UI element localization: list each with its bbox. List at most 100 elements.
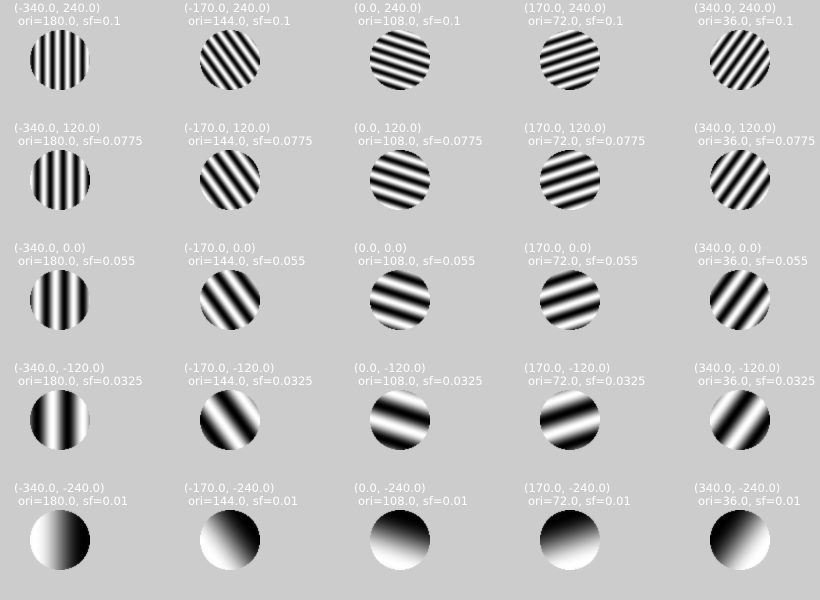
position-text: (-170.0, 0.0) bbox=[184, 241, 256, 255]
grating-patch bbox=[540, 390, 600, 450]
grating-cell: (170.0, -240.0)ori=72.0, sf=0.01 bbox=[490, 480, 650, 600]
grating-patch bbox=[370, 150, 430, 210]
grating-patch bbox=[30, 390, 90, 450]
position-text: (-170.0, -120.0) bbox=[184, 361, 275, 375]
grating-patch bbox=[30, 150, 90, 210]
grating-patch bbox=[30, 30, 90, 90]
position-text: (0.0, -120.0) bbox=[354, 361, 426, 375]
position-text: (-170.0, -240.0) bbox=[184, 481, 275, 495]
grating-cell: (170.0, 240.0)ori=72.0, sf=0.1 bbox=[490, 0, 650, 120]
position-text: (-170.0, 240.0) bbox=[184, 1, 271, 15]
position-text: (340.0, -120.0) bbox=[694, 361, 781, 375]
stimulus-label: (-170.0, -120.0)ori=144.0, sf=0.0325 bbox=[184, 362, 313, 388]
grating-cell: (0.0, -120.0)ori=108.0, sf=0.0325 bbox=[320, 360, 483, 480]
grating-patch bbox=[540, 30, 600, 90]
position-text: (170.0, -240.0) bbox=[524, 481, 611, 495]
grating-patch bbox=[370, 30, 430, 90]
grating-cell: (340.0, -240.0)ori=36.0, sf=0.01 bbox=[660, 480, 820, 600]
grating-patch bbox=[30, 270, 90, 330]
params-text: ori=108.0, sf=0.0325 bbox=[358, 374, 483, 388]
stimulus-label: (340.0, -120.0)ori=36.0, sf=0.0325 bbox=[694, 362, 815, 388]
params-text: ori=36.0, sf=0.055 bbox=[698, 254, 809, 268]
grating-cell: (-340.0, 240.0)ori=180.0, sf=0.1 bbox=[0, 0, 140, 120]
grating-cell: (0.0, 0.0)ori=108.0, sf=0.055 bbox=[320, 240, 480, 360]
grating-patch bbox=[200, 30, 260, 90]
grating-patch bbox=[30, 510, 90, 570]
grating-cell: (-340.0, 0.0)ori=180.0, sf=0.055 bbox=[0, 240, 140, 360]
stimulus-label: (0.0, 240.0)ori=108.0, sf=0.1 bbox=[354, 2, 461, 28]
position-text: (-340.0, 240.0) bbox=[14, 1, 101, 15]
grating-patch bbox=[710, 270, 770, 330]
params-text: ori=144.0, sf=0.0325 bbox=[188, 374, 313, 388]
grating-patch bbox=[370, 270, 430, 330]
stimulus-label: (0.0, -120.0)ori=108.0, sf=0.0325 bbox=[354, 362, 483, 388]
stimulus-label: (-170.0, -240.0)ori=144.0, sf=0.01 bbox=[184, 482, 298, 508]
stimulus-label: (170.0, 120.0)ori=72.0, sf=0.0775 bbox=[524, 122, 645, 148]
params-text: ori=72.0, sf=0.01 bbox=[528, 494, 631, 508]
params-text: ori=144.0, sf=0.055 bbox=[188, 254, 306, 268]
stimulus-label: (340.0, 240.0)ori=36.0, sf=0.1 bbox=[694, 2, 793, 28]
params-text: ori=36.0, sf=0.01 bbox=[698, 494, 801, 508]
stimulus-label: (170.0, 0.0)ori=72.0, sf=0.055 bbox=[524, 242, 638, 268]
grating-cell: (-170.0, 120.0)ori=144.0, sf=0.0775 bbox=[150, 120, 313, 240]
stimulus-label: (-340.0, 120.0)ori=180.0, sf=0.0775 bbox=[14, 122, 143, 148]
stimulus-label: (340.0, -240.0)ori=36.0, sf=0.01 bbox=[694, 482, 801, 508]
grating-cell: (0.0, 240.0)ori=108.0, sf=0.1 bbox=[320, 0, 480, 120]
params-text: ori=180.0, sf=0.055 bbox=[18, 254, 136, 268]
position-text: (170.0, 120.0) bbox=[524, 121, 607, 135]
position-text: (170.0, -120.0) bbox=[524, 361, 611, 375]
grating-cell: (340.0, 120.0)ori=36.0, sf=0.0775 bbox=[660, 120, 820, 240]
position-text: (340.0, 240.0) bbox=[694, 1, 777, 15]
position-text: (340.0, 0.0) bbox=[694, 241, 762, 255]
grating-patch bbox=[200, 390, 260, 450]
params-text: ori=108.0, sf=0.01 bbox=[358, 494, 469, 508]
params-text: ori=72.0, sf=0.0775 bbox=[528, 134, 646, 148]
stimulus-label: (340.0, 120.0)ori=36.0, sf=0.0775 bbox=[694, 122, 815, 148]
grating-cell: (340.0, -120.0)ori=36.0, sf=0.0325 bbox=[660, 360, 820, 480]
grating-cell: (340.0, 240.0)ori=36.0, sf=0.1 bbox=[660, 0, 820, 120]
params-text: ori=36.0, sf=0.0775 bbox=[698, 134, 816, 148]
stimulus-label: (-340.0, 0.0)ori=180.0, sf=0.055 bbox=[14, 242, 135, 268]
position-text: (170.0, 240.0) bbox=[524, 1, 607, 15]
grating-patch bbox=[710, 390, 770, 450]
grating-cell: (-170.0, 0.0)ori=144.0, sf=0.055 bbox=[150, 240, 310, 360]
grating-patch bbox=[200, 150, 260, 210]
grating-patch bbox=[710, 30, 770, 90]
stimulus-label: (0.0, 0.0)ori=108.0, sf=0.055 bbox=[354, 242, 475, 268]
params-text: ori=108.0, sf=0.0775 bbox=[358, 134, 483, 148]
params-text: ori=108.0, sf=0.1 bbox=[358, 14, 461, 28]
stimulus-label: (0.0, 120.0)ori=108.0, sf=0.0775 bbox=[354, 122, 483, 148]
position-text: (-170.0, 120.0) bbox=[184, 121, 271, 135]
params-text: ori=180.0, sf=0.01 bbox=[18, 494, 129, 508]
grating-patch bbox=[710, 150, 770, 210]
position-text: (0.0, -240.0) bbox=[354, 481, 426, 495]
grating-cell: (170.0, -120.0)ori=72.0, sf=0.0325 bbox=[490, 360, 650, 480]
position-text: (340.0, -240.0) bbox=[694, 481, 781, 495]
grating-cell: (340.0, 0.0)ori=36.0, sf=0.055 bbox=[660, 240, 820, 360]
grating-cell: (-340.0, -240.0)ori=180.0, sf=0.01 bbox=[0, 480, 140, 600]
grating-patch bbox=[540, 150, 600, 210]
stimulus-label: (170.0, -240.0)ori=72.0, sf=0.01 bbox=[524, 482, 631, 508]
grating-cell: (-170.0, -120.0)ori=144.0, sf=0.0325 bbox=[150, 360, 313, 480]
position-text: (-340.0, 120.0) bbox=[14, 121, 101, 135]
stimulus-label: (-340.0, -120.0)ori=180.0, sf=0.0325 bbox=[14, 362, 143, 388]
stimulus-label: (340.0, 0.0)ori=36.0, sf=0.055 bbox=[694, 242, 808, 268]
position-text: (340.0, 120.0) bbox=[694, 121, 777, 135]
grating-patch bbox=[200, 510, 260, 570]
grating-cell: (170.0, 120.0)ori=72.0, sf=0.0775 bbox=[490, 120, 650, 240]
stimulus-label: (-340.0, 240.0)ori=180.0, sf=0.1 bbox=[14, 2, 121, 28]
stimulus-label: (-340.0, -240.0)ori=180.0, sf=0.01 bbox=[14, 482, 128, 508]
params-text: ori=144.0, sf=0.0775 bbox=[188, 134, 313, 148]
grating-cell: (0.0, 120.0)ori=108.0, sf=0.0775 bbox=[320, 120, 483, 240]
stimulus-label: (0.0, -240.0)ori=108.0, sf=0.01 bbox=[354, 482, 468, 508]
params-text: ori=180.0, sf=0.0775 bbox=[18, 134, 143, 148]
params-text: ori=180.0, sf=0.1 bbox=[18, 14, 121, 28]
stimulus-label: (170.0, -120.0)ori=72.0, sf=0.0325 bbox=[524, 362, 645, 388]
grating-cell: (-340.0, -120.0)ori=180.0, sf=0.0325 bbox=[0, 360, 143, 480]
params-text: ori=72.0, sf=0.1 bbox=[528, 14, 624, 28]
params-text: ori=108.0, sf=0.055 bbox=[358, 254, 476, 268]
grating-patch bbox=[540, 270, 600, 330]
stimulus-label: (-170.0, 240.0)ori=144.0, sf=0.1 bbox=[184, 2, 291, 28]
grating-patch bbox=[200, 270, 260, 330]
